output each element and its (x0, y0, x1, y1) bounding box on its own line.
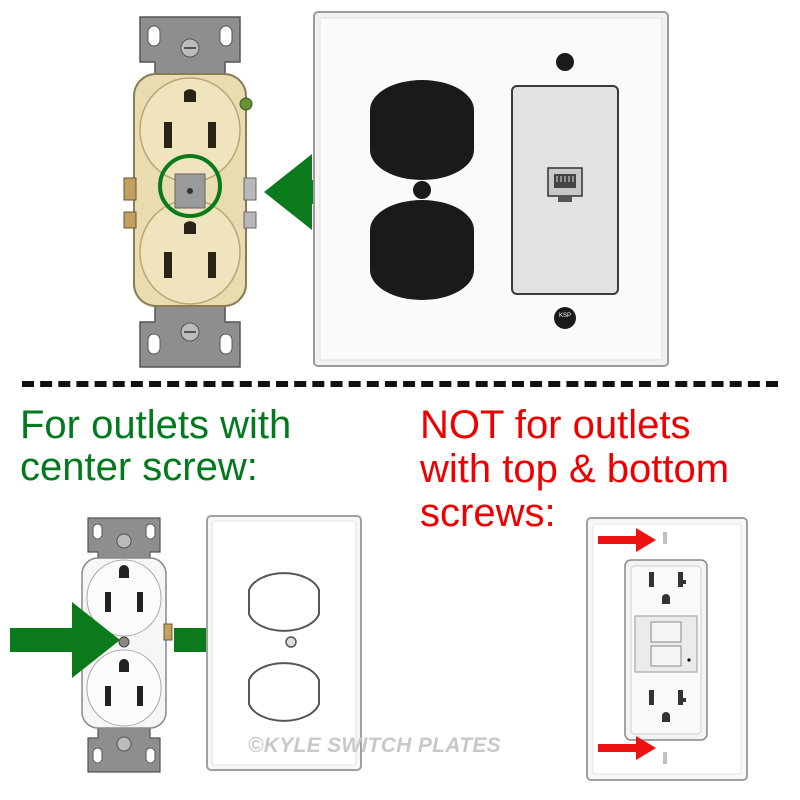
dashed-divider (22, 381, 778, 387)
heading-for-outlets-center-screw: For outlets with center screw: (20, 403, 292, 489)
copyright-watermark: ©KYLE SWITCH PLATES (248, 734, 501, 757)
red-arrow-right-icon (598, 528, 656, 552)
heading-not-for-outlets-line2: with top & bottom (420, 447, 730, 491)
white-duplex-outlet (75, 517, 173, 773)
plate-logo-text: KSP (558, 313, 571, 319)
heading-not-for-outlets-line3: screws: (420, 491, 556, 535)
red-arrow-right-icon (598, 736, 656, 760)
ivory-duplex-outlet (123, 16, 257, 368)
combo-wall-plate-duplex-phone (313, 11, 669, 367)
duplex-wall-plate (206, 515, 362, 771)
gfci-outlet-with-decora-plate (586, 517, 748, 781)
heading-not-for-outlets-line1: NOT for outlets (420, 403, 691, 447)
center-screw-highlight-circle (158, 154, 222, 218)
arrow-right-icon (10, 602, 120, 678)
